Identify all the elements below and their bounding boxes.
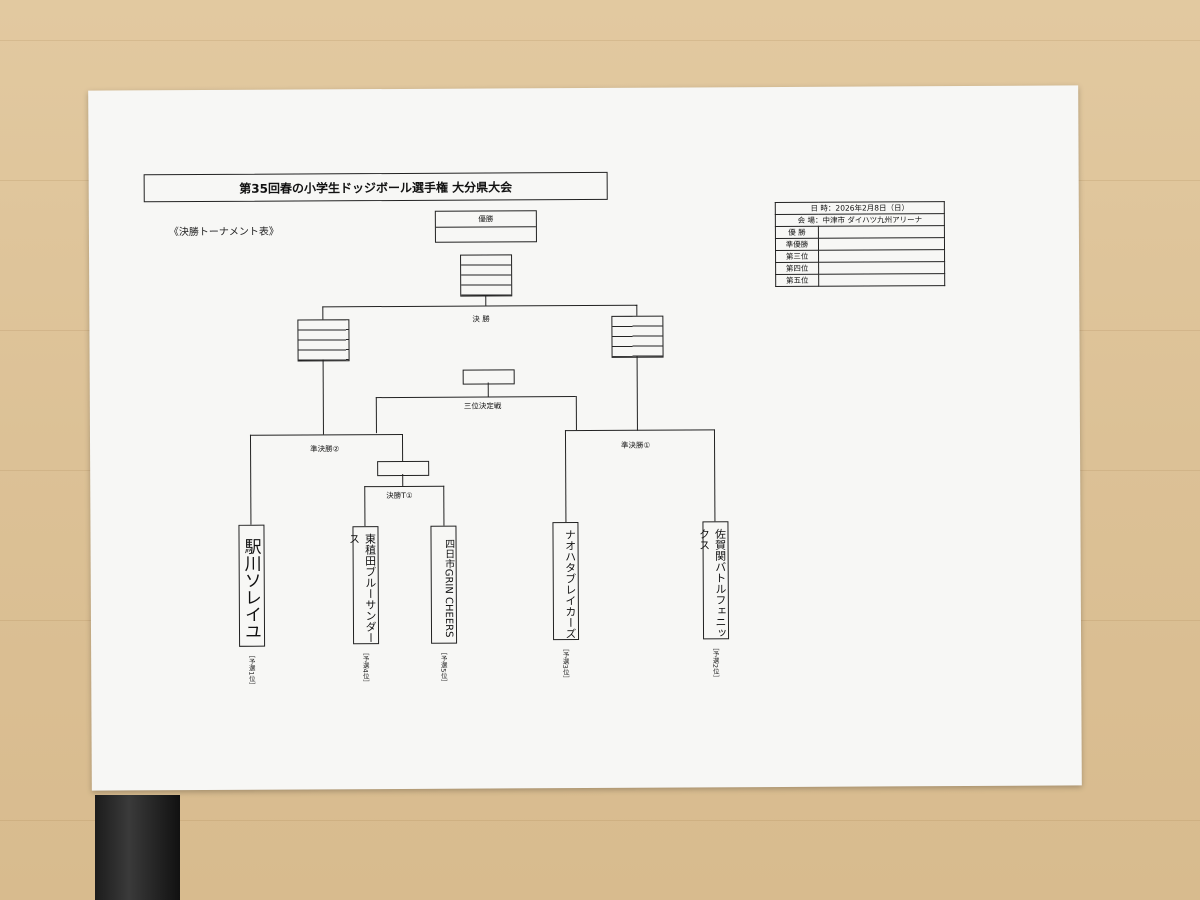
seed-label: ［予選1位］: [247, 651, 256, 689]
rank-label: 第四位: [775, 262, 819, 275]
bracket-line: [364, 485, 445, 488]
semi2-score-box: [297, 319, 350, 362]
bracket-line: [322, 306, 324, 320]
champion-label: 優勝: [435, 211, 536, 228]
bracket-line: [249, 433, 403, 437]
bracket-line: [401, 433, 404, 463]
rank-cell: [818, 261, 945, 275]
bracket-line: [713, 429, 716, 522]
bracket-line: [487, 382, 490, 398]
tournament-poster: 第35回春の小学生ドッジボール選手権 大分県大会 《決勝トーナメント表》 日 時…: [88, 85, 1082, 791]
seed-label: ［予選4位］: [361, 649, 370, 686]
info-table: 日 時：2026年2月8日（日） 会 場：中津市 ダイハツ九州アリーナ 優 勝 …: [774, 201, 946, 288]
wood-grain: [0, 820, 1200, 821]
final-label: 決 勝: [472, 314, 490, 324]
rank-label: 第三位: [775, 250, 819, 263]
seed-label: ［予選3位］: [561, 645, 570, 682]
rank-label: 準優勝: [775, 238, 819, 251]
seed-label: ［予選2位］: [711, 644, 720, 681]
bracket-line: [364, 486, 366, 527]
team-box: 駅川ソレイユ: [238, 524, 266, 647]
bracket-line: [375, 396, 576, 399]
bracket-line: [322, 359, 325, 435]
bracket-line: [636, 355, 639, 431]
champion-box: 優勝: [434, 210, 537, 243]
semi1-label: 準決勝①: [621, 440, 651, 450]
bracket-line: [575, 396, 578, 431]
semi2-label: 準決勝②: [310, 444, 340, 454]
wood-grain: [0, 40, 1200, 41]
team-box: 東稙田ブルーサンダース: [347, 526, 380, 645]
final-score-box: [460, 254, 513, 297]
bracket-line: [375, 397, 378, 434]
bracket-line: [485, 294, 487, 306]
semi1-score-box: [611, 315, 664, 358]
bracket-line: [322, 304, 638, 308]
black-frame-corner: [95, 795, 180, 900]
rank-label: 優 勝: [775, 226, 819, 239]
bracket-line: [564, 429, 715, 432]
seed-label: ［予選5位］: [439, 648, 448, 686]
bracket-line: [443, 485, 445, 526]
rank-label: 第五位: [775, 274, 819, 287]
team-box: 四日市GRIN CHEERS: [430, 525, 458, 644]
rank-cell: [818, 237, 945, 251]
bracket-line: [402, 473, 404, 486]
team-box: ナオハタブレイカーズ: [552, 522, 580, 641]
bracket-line: [249, 434, 252, 525]
poster-subtitle: 《決勝トーナメント表》: [168, 226, 279, 239]
rank-cell: [818, 249, 945, 263]
qf1-label: 決勝T①: [386, 490, 413, 501]
venue-text: 会 場：中津市 ダイハツ九州アリーナ: [775, 213, 945, 227]
bracket-line: [564, 430, 567, 523]
poster-title: 第35回春の小学生ドッジボール選手権 大分県大会: [143, 171, 608, 203]
date-text: 日 時：2026年2月8日（日）: [775, 201, 945, 215]
bracket-line: [636, 304, 638, 316]
third-place-label: 三位決定戦: [463, 401, 502, 411]
rank-cell: [818, 225, 945, 239]
team-box: 佐賀関バトルフェニックス: [697, 521, 730, 640]
rank-cell: [818, 273, 945, 287]
